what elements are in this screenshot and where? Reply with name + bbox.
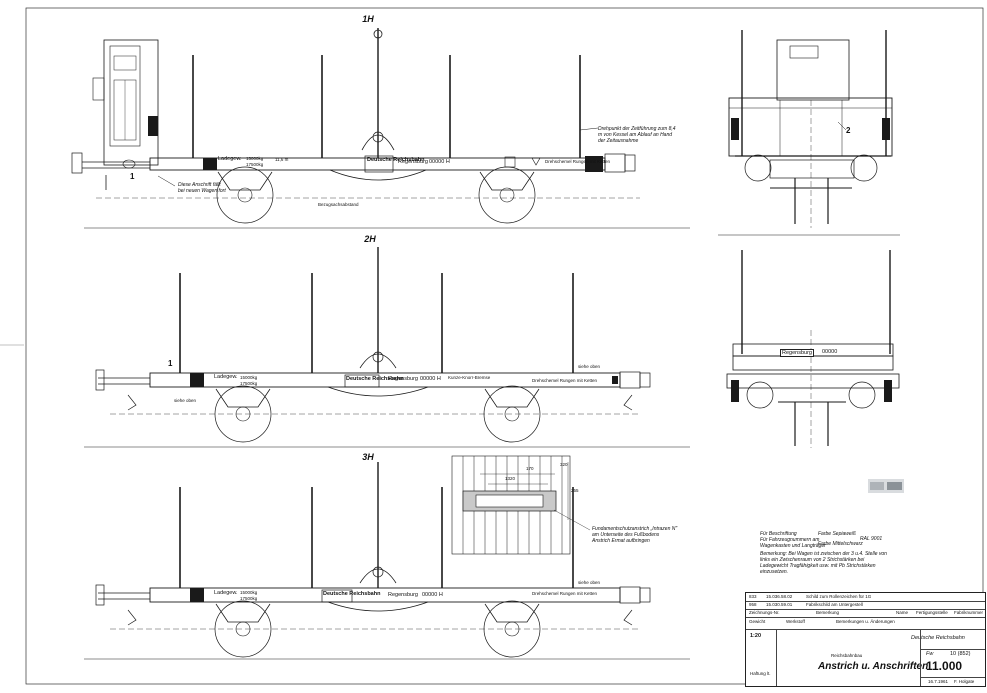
department: Reichsbahnbau bbox=[831, 653, 863, 658]
drawing-number: 11.000 bbox=[926, 659, 963, 673]
view-title-3: 3H bbox=[362, 452, 374, 462]
brake-cabin bbox=[103, 39, 159, 166]
chain-text-2: Drehschemel Rungen mit Ketten bbox=[532, 378, 598, 383]
chain-text-1: Drehschemel Rungen mit Ketten bbox=[545, 159, 611, 164]
wheel-1a bbox=[216, 166, 274, 224]
rev-1-no: 833 bbox=[749, 594, 757, 599]
remarks-row: Gewicht Werkstoff Bemerkungen u. Änderun… bbox=[746, 617, 985, 630]
load-limit-2a: 15000kg bbox=[240, 375, 258, 380]
load-limit-2b: 17500kg bbox=[240, 381, 258, 386]
home-station-2: Regensburg bbox=[388, 376, 418, 382]
load-limit-label-2: Ladegew. bbox=[214, 374, 238, 380]
rev-2-date: 15.030.59.01 bbox=[766, 602, 793, 607]
load-limit-label-1: Ladegew. bbox=[218, 156, 242, 162]
note-see-above-1: siehe oben bbox=[578, 364, 601, 369]
wheel-1b bbox=[478, 166, 536, 224]
legend-code: RAL 9001 bbox=[860, 536, 883, 542]
note-see-above-3: siehe oben bbox=[578, 580, 601, 585]
home-station-1: Regensburg bbox=[398, 159, 428, 165]
wagon-number-3: 00000 H bbox=[422, 592, 443, 598]
header-4: Fertigungsstelle bbox=[916, 610, 948, 615]
end-view-1 bbox=[728, 30, 893, 228]
wagon-view-2 bbox=[95, 247, 651, 443]
drawing-date: 16.7.1961 bbox=[928, 679, 949, 684]
home-station-3: Regensburg bbox=[388, 592, 418, 598]
end-view-station: Regensburg bbox=[780, 349, 814, 357]
revision-row-1: 833 15.036.58.02 Schild zum Rollenzeiche… bbox=[746, 593, 985, 602]
load-limit-label-3: Ladegew. bbox=[214, 590, 238, 596]
load-length-1: 11,6 m bbox=[275, 157, 289, 162]
note-see-above-2: siehe oben bbox=[174, 398, 197, 403]
header-3: Name bbox=[896, 610, 909, 615]
drawing-title: Anstrich u. Anschriften bbox=[818, 661, 929, 672]
load-limit-2: 17500kg bbox=[246, 162, 264, 167]
legend-remark: Bemerkung: Bei Wagen ist zwischen der 3 … bbox=[760, 551, 887, 575]
view-title-1: 1H bbox=[362, 14, 374, 24]
weight-caption: Gewicht bbox=[749, 619, 766, 624]
corner-note: Diese Anschrift fällt bei neuen Wagen fo… bbox=[178, 182, 226, 194]
checked-by: F. Holgate bbox=[954, 679, 975, 684]
sheet-label: Haftung lt. bbox=[750, 671, 771, 676]
scale: 1:20 bbox=[750, 633, 762, 639]
wagon-view-1 bbox=[71, 28, 640, 224]
load-limit-3b: 17500kg bbox=[240, 596, 258, 601]
header-5: Fabriknummer bbox=[954, 610, 984, 615]
title-block: 833 15.036.58.02 Schild zum Rollenzeiche… bbox=[745, 592, 986, 687]
company-name-2: Deutsche Reichsbahn bbox=[346, 376, 404, 382]
rev-2-text: Fabrikschild am Untergestell bbox=[806, 602, 863, 607]
chain-text-3: Drehschemel Rungen mit Ketten bbox=[532, 591, 598, 596]
wagon-number-2: 00000 H bbox=[420, 376, 441, 382]
legend-line-1: Für Beschriftung bbox=[760, 531, 797, 537]
callout-1b: 1 bbox=[168, 359, 173, 368]
detail-note: Fundamentschutzanstrich „Intrazen N" am … bbox=[592, 526, 678, 544]
legend-value-2: Farbe Mittelschwarz bbox=[818, 541, 863, 547]
sheet-frame bbox=[25, 7, 984, 685]
rev-2-no: 958 bbox=[749, 602, 757, 607]
header-row: Zeichnungs-Nr. Bemerkung Name Fertigungs… bbox=[746, 609, 985, 618]
end-view-number: 00000 bbox=[822, 349, 838, 355]
maker-name: Deutsche Reichsbahn bbox=[911, 635, 965, 641]
dimension-1: 1320 bbox=[505, 476, 516, 481]
wagon-number-1: 00000 H bbox=[429, 159, 450, 165]
center-note: Bezugsachsabstand bbox=[318, 202, 359, 207]
drawing-label: Fw bbox=[926, 651, 934, 657]
wagon-view-3 bbox=[95, 462, 651, 658]
view-title-2: 2H bbox=[364, 234, 376, 244]
material-caption: Werkstoff bbox=[786, 619, 805, 624]
revision-row-2: 958 15.030.59.01 Fabrikschild am Unterge… bbox=[746, 601, 985, 610]
header-1: Zeichnungs-Nr. bbox=[749, 610, 780, 615]
gear-note: Drehpunkt der Zeitführung zum 8,4 m von … bbox=[598, 126, 676, 144]
legend-line-2: Für Fahrzeugnummern am bbox=[760, 537, 820, 543]
header-2: Bemerkung bbox=[816, 610, 840, 615]
load-limit-3a: 15000kg bbox=[240, 590, 258, 595]
company-name-3: Deutsche Reichsbahn bbox=[323, 591, 381, 597]
dimension-2: 170 bbox=[526, 466, 534, 471]
drawing-ref: 10 (852) bbox=[950, 651, 971, 657]
legend-line-3: Wagenkasten und Langträger bbox=[760, 543, 826, 549]
load-limit-1: 15000kg bbox=[246, 156, 264, 161]
floor-detail bbox=[451, 455, 591, 555]
rev-1-date: 15.036.58.02 bbox=[766, 594, 793, 599]
remarks-caption: Bemerkungen u. Änderungen bbox=[836, 619, 895, 624]
legend-value-1: Farbe Sepiaweiß bbox=[818, 531, 856, 537]
archive-stamp bbox=[868, 479, 904, 493]
grease-text-2: Kunze-Knorr-Bremse bbox=[448, 375, 491, 380]
callout-1: 1 bbox=[130, 172, 135, 181]
rev-1-text: Schild zum Rollenzeichen für 1G bbox=[806, 594, 872, 599]
company-name-1: Deutsche Reichsbahn bbox=[367, 157, 425, 163]
dimension-3: 255 bbox=[571, 488, 579, 493]
callout-2: 2 bbox=[846, 126, 851, 135]
dimension-4: 320 bbox=[560, 462, 568, 467]
